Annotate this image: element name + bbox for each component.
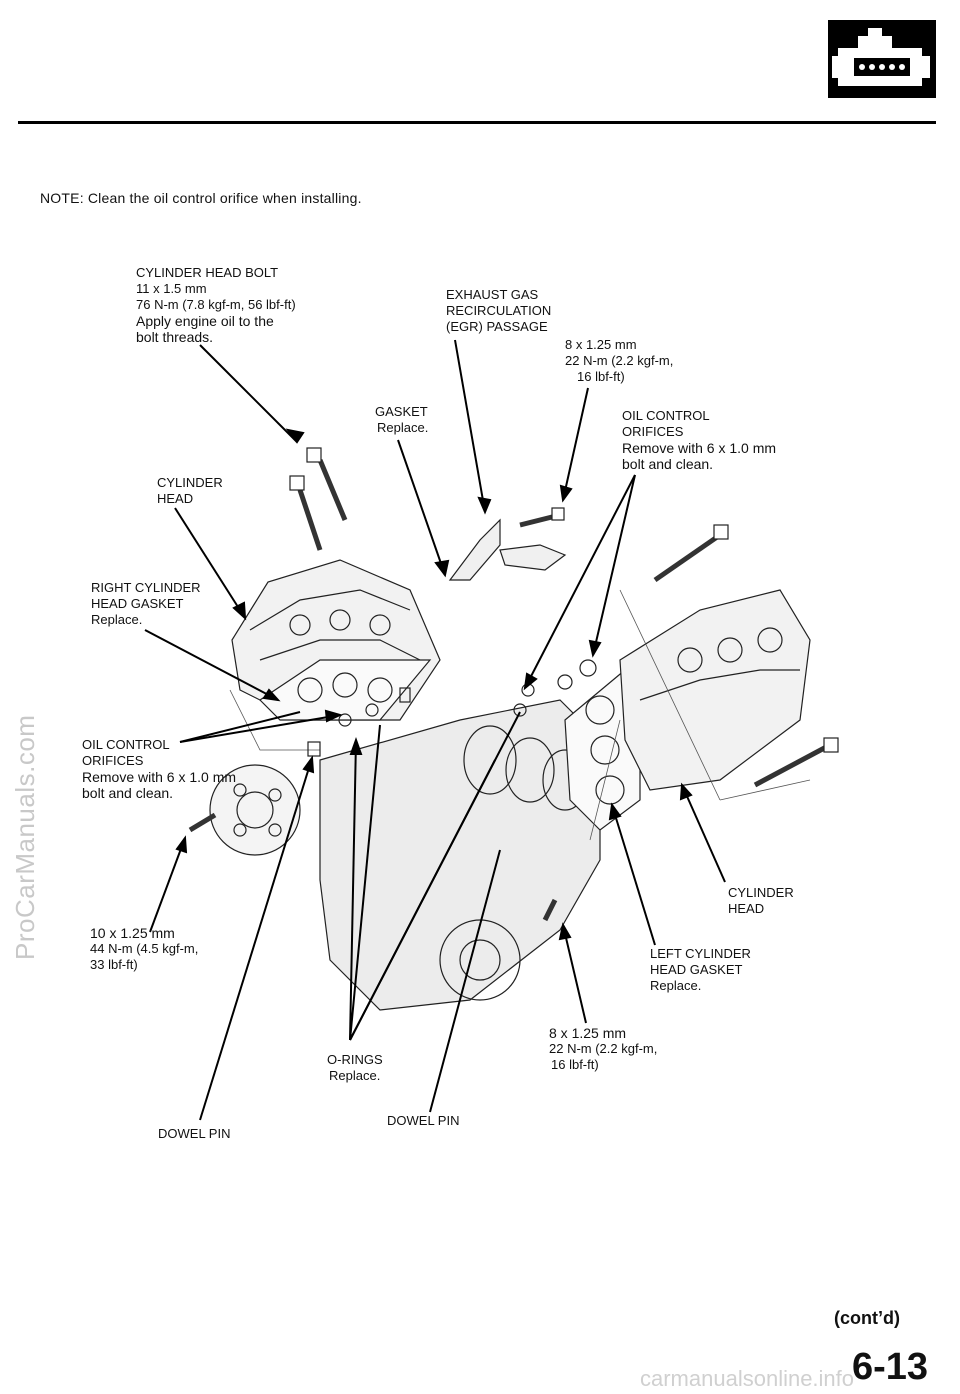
label-line: CYLINDER HEAD BOLT bbox=[136, 265, 279, 280]
label-line: OIL CONTROL bbox=[622, 408, 710, 423]
label-oil-orifices-left: OIL CONTROL ORIFICES Remove with 6 x 1.0… bbox=[82, 737, 236, 801]
label-line: HEAD bbox=[157, 491, 194, 506]
label-line: O-RINGS bbox=[327, 1052, 383, 1067]
label-bolt-8x125-bottom: 8 x 1.25 mm 22 N-m (2.2 kgf-m, 16 lbf-ft… bbox=[549, 1025, 657, 1073]
label-line: RECIRCULATION bbox=[446, 303, 552, 318]
engine-icon bbox=[828, 20, 936, 98]
label-egr-passage: EXHAUST GAS RECIRCULATION (EGR) PASSAGE bbox=[446, 287, 551, 335]
label-line: 11 x 1.5 mm bbox=[136, 281, 207, 296]
label-line: OIL CONTROL bbox=[82, 737, 170, 752]
label-dowel-pin-left: DOWEL PIN bbox=[158, 1126, 230, 1142]
label-cylinder-head-left: CYLINDER HEAD bbox=[728, 885, 794, 917]
label-line: Replace. bbox=[377, 420, 429, 435]
label-line: bolt and clean. bbox=[82, 785, 174, 801]
label-line: 44 N-m (4.5 kgf-m, bbox=[90, 941, 199, 956]
label-line: (EGR) PASSAGE bbox=[446, 319, 548, 334]
label-line: ORIFICES bbox=[622, 424, 684, 439]
label-line: RIGHT CYLINDER bbox=[91, 580, 201, 595]
label-line: Replace. bbox=[650, 978, 702, 993]
label-line: Apply engine oil to the bbox=[136, 313, 274, 329]
label-line: CYLINDER bbox=[157, 475, 223, 490]
label-gasket: GASKET Replace. bbox=[375, 404, 428, 436]
footer-site: carmanualsonline.info bbox=[640, 1366, 855, 1391]
page-number: 6-13 bbox=[852, 1346, 929, 1388]
label-line: HEAD GASKET bbox=[650, 962, 743, 977]
label-line: EXHAUST GAS bbox=[446, 287, 539, 302]
label-o-rings: O-RINGS Replace. bbox=[327, 1052, 383, 1084]
label-line: CYLINDER bbox=[728, 885, 794, 900]
label-line: HEAD GASKET bbox=[91, 596, 184, 611]
note-text: NOTE: Clean the oil control orifice when… bbox=[40, 190, 362, 206]
label-line: 16 lbf-ft) bbox=[577, 369, 625, 384]
label-cylinder-head-bolt: CYLINDER HEAD BOLT 11 x 1.5 mm 76 N-m (7… bbox=[136, 265, 296, 345]
label-line: Replace. bbox=[91, 612, 143, 627]
label-line: 22 N-m (2.2 kgf-m, bbox=[549, 1041, 658, 1056]
label-bolt-8x125-top: 8 x 1.25 mm 22 N-m (2.2 kgf-m, 16 lbf-ft… bbox=[565, 337, 673, 385]
label-line: DOWEL PIN bbox=[158, 1126, 231, 1141]
label-line: 22 N-m (2.2 kgf-m, bbox=[565, 353, 674, 368]
label-line: bolt threads. bbox=[136, 329, 214, 345]
label-bolt-10x125: 10 x 1.25 mm 44 N-m (4.5 kgf-m, 33 lbf-f… bbox=[90, 925, 198, 973]
label-line: 16 lbf-ft) bbox=[551, 1057, 599, 1072]
label-line: 8 x 1.25 mm bbox=[565, 337, 637, 352]
label-left-head-gasket: LEFT CYLINDER HEAD GASKET Replace. bbox=[650, 946, 751, 994]
label-right-head-gasket: RIGHT CYLINDER HEAD GASKET Replace. bbox=[91, 580, 201, 628]
label-line: Replace. bbox=[329, 1068, 381, 1083]
label-dowel-pin-right: DOWEL PIN bbox=[387, 1113, 459, 1129]
watermark: ProCarManuals.com bbox=[10, 714, 40, 960]
label-line: DOWEL PIN bbox=[387, 1113, 460, 1128]
label-line: Remove with 6 x 1.0 mm bbox=[622, 440, 777, 456]
label-line: bolt and clean. bbox=[622, 456, 714, 472]
label-line: LEFT CYLINDER bbox=[650, 946, 751, 961]
label-line: GASKET bbox=[375, 404, 428, 419]
label-line: 8 x 1.25 mm bbox=[549, 1025, 627, 1041]
label-oil-orifices-right: OIL CONTROL ORIFICES Remove with 6 x 1.0… bbox=[622, 408, 776, 472]
label-line: 76 N-m (7.8 kgf-m, 56 lbf-ft) bbox=[136, 297, 296, 312]
continued-marker: (cont’d) bbox=[834, 1308, 900, 1328]
label-line: Remove with 6 x 1.0 mm bbox=[82, 769, 237, 785]
label-line: ORIFICES bbox=[82, 753, 144, 768]
label-line: 10 x 1.25 mm bbox=[90, 925, 175, 941]
label-line: HEAD bbox=[728, 901, 765, 916]
label-cylinder-head-right: CYLINDER HEAD bbox=[157, 475, 223, 507]
top-rule bbox=[18, 121, 936, 124]
label-line: 33 lbf-ft) bbox=[90, 957, 138, 972]
